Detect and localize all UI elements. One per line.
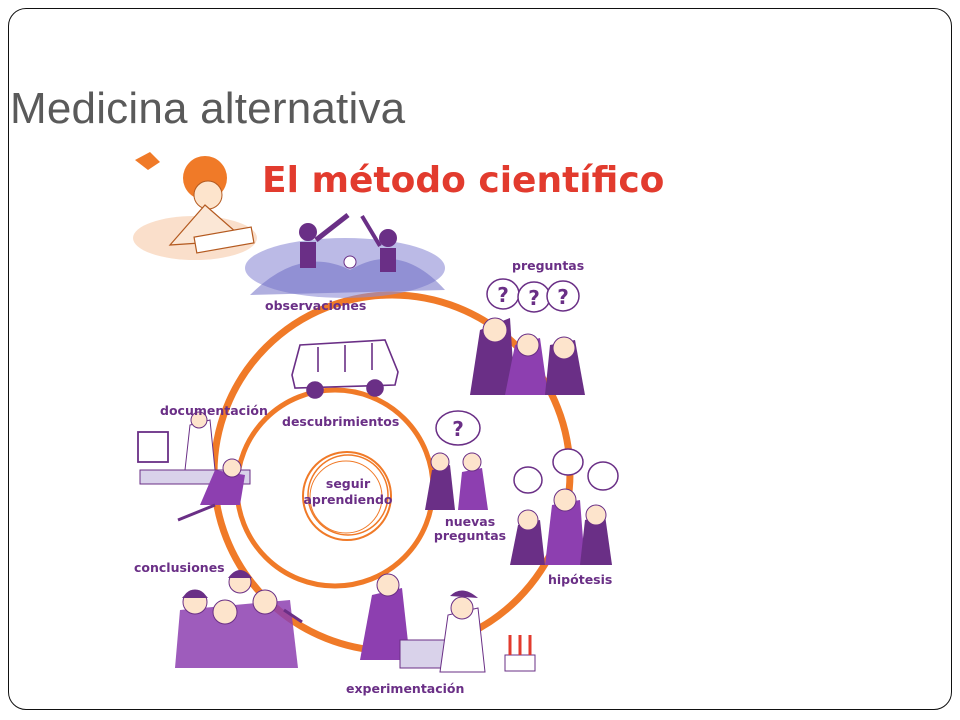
stage-label-hipotesis: hipótesis (548, 572, 613, 587)
svg-text:?: ? (528, 286, 540, 310)
nuevas-preguntas-illustration: ? (425, 410, 488, 510)
conclusiones-illustration (175, 570, 303, 668)
stage-label-nuevas-line2: preguntas (433, 528, 507, 543)
observaciones-illustration (245, 213, 445, 298)
hipotesis-illustration (510, 448, 619, 565)
svg-text:?: ? (452, 417, 464, 441)
stage-label-nuevas-line1: nuevas (444, 514, 496, 529)
experimentacion-illustration (360, 573, 536, 673)
stage-label-observaciones: observaciones (265, 298, 367, 313)
diagram-title: El método científico (262, 160, 665, 201)
stage-label-descubrimientos: descubrimientos (282, 414, 400, 429)
stage-label-documentacion: documentación (160, 403, 268, 418)
center-swirl (302, 451, 392, 541)
van-illustration (291, 339, 399, 399)
center-label-line1: seguir (325, 476, 371, 491)
stage-label-conclusiones: conclusiones (134, 560, 225, 575)
center-label-line2: aprendiendo (303, 492, 393, 507)
stage-label-experimentacion: experimentación (346, 681, 465, 696)
slide-title: Medicina alternativa (10, 84, 406, 133)
reading-child-illustration (133, 152, 257, 260)
preguntas-illustration: ??? (470, 278, 585, 395)
svg-text:?: ? (557, 285, 569, 309)
documentacion-illustration (137, 411, 251, 522)
stage-label-preguntas: preguntas (512, 258, 585, 273)
svg-text:?: ? (497, 283, 509, 307)
